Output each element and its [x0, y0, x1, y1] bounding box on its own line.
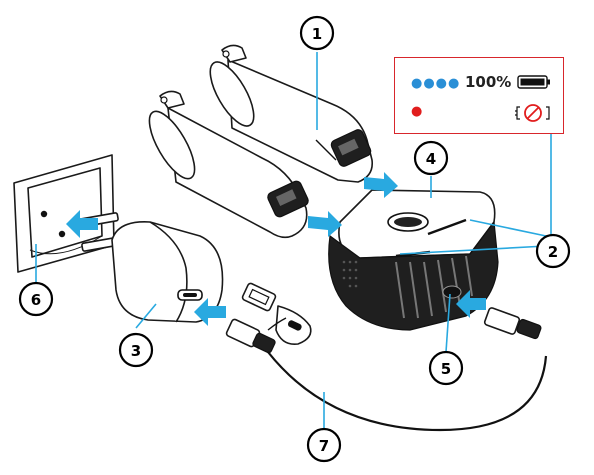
callout-2-label: 2 — [548, 243, 558, 261]
leader-2a — [469, 219, 547, 237]
charging-dots: ●●●● — [411, 76, 461, 91]
wall-charger — [77, 212, 224, 323]
callout-1: 1 — [299, 15, 335, 51]
battery-full-icon — [517, 75, 550, 89]
arrow-battery-left — [308, 211, 342, 237]
battery-left — [148, 90, 309, 239]
callout-5-label: 5 — [441, 360, 451, 378]
callout-1-label: 1 — [312, 25, 322, 43]
arrow-battery-right — [364, 172, 398, 198]
arrow-cable-dock — [456, 290, 486, 318]
indicator-row-error: ● — [395, 102, 563, 122]
arrow-plug-socket — [66, 210, 98, 238]
charge-percent: 100% — [465, 73, 512, 91]
callout-6-label: 6 — [31, 291, 41, 309]
usb-cable — [225, 282, 548, 432]
callout-4: 4 — [413, 140, 449, 176]
callout-3-label: 3 — [131, 342, 141, 360]
leader-3 — [135, 303, 157, 329]
indicator-row-charged: ●●●● 100% — [395, 72, 563, 92]
charging-dock — [328, 189, 499, 331]
arrow-cable-charger — [194, 298, 226, 326]
callout-3: 3 — [118, 332, 154, 368]
callout-6: 6 — [18, 281, 54, 317]
leader-5 — [445, 293, 451, 353]
error-dot: ● — [411, 104, 423, 119]
indicator-legend: ●●●● 100% ● — [394, 57, 564, 134]
callout-7-label: 7 — [319, 437, 329, 455]
callout-2: 2 — [535, 233, 571, 269]
callout-5: 5 — [428, 350, 464, 386]
wall-socket — [13, 154, 115, 273]
battery-right — [209, 44, 374, 183]
leader-2b — [399, 245, 547, 255]
callout-7: 7 — [306, 427, 342, 463]
battery-error-icon — [515, 104, 550, 122]
callout-4-label: 4 — [426, 150, 436, 168]
